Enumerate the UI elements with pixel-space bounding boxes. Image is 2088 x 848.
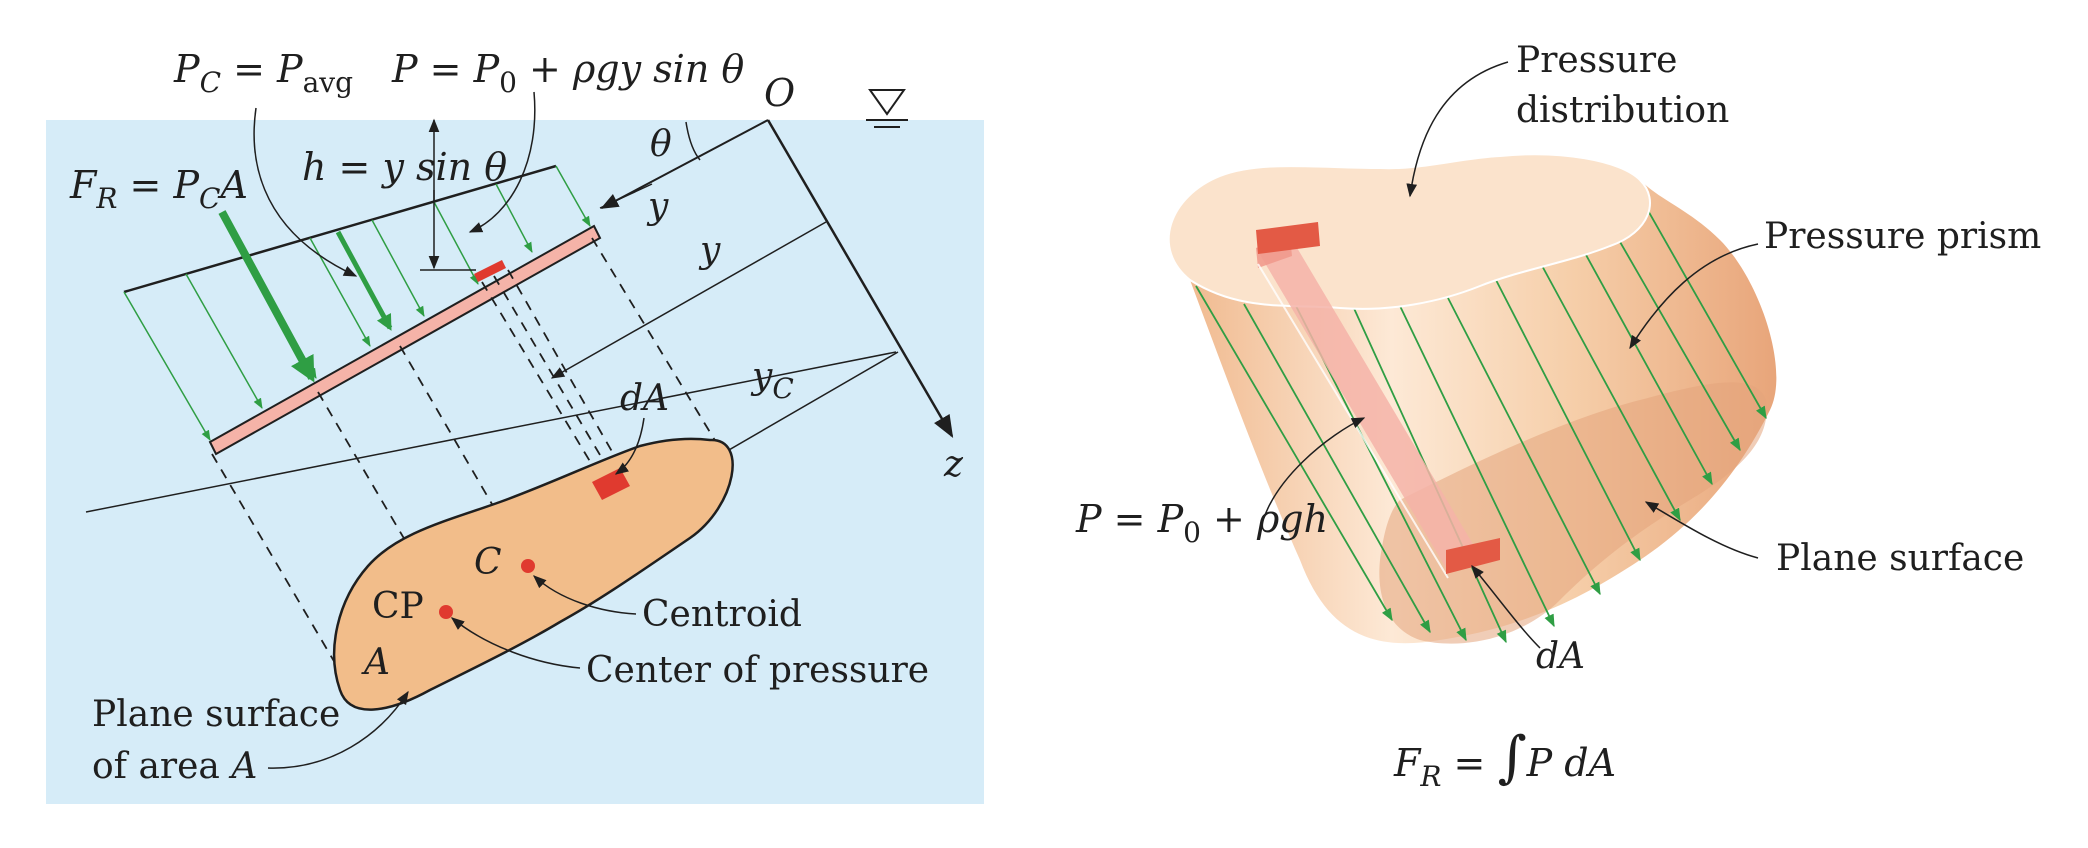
- fr-right-subscript: R: [1419, 760, 1441, 793]
- svg-text:FR = ∫P dA: FR = ∫P dA: [1393, 725, 1616, 793]
- area-a-label: A: [361, 642, 390, 683]
- cp-label: CP: [372, 586, 424, 627]
- svg-text:of area A: of area A: [92, 746, 257, 787]
- plane-surface-blob: [333, 437, 734, 711]
- fr-label: F: [69, 163, 98, 207]
- plane-surface-label-line1: Plane surface: [92, 694, 340, 735]
- y-axis-label: y: [646, 186, 669, 227]
- fr-right-equals: =: [1441, 741, 1497, 785]
- integral-sign: ∫: [1497, 725, 1526, 790]
- fr-right-integrand: P dA: [1526, 741, 1616, 785]
- free-surface-triangle-icon: [866, 89, 908, 128]
- p-equation-right: + ρgy sin θ: [517, 47, 744, 91]
- y-projection-line: [599, 183, 653, 209]
- left-leaders: [253, 91, 645, 769]
- p-equation-left: P = P: [391, 47, 501, 91]
- svg-text:PC = Pavg: PC = Pavg: [173, 47, 353, 99]
- centroid-c-label: C: [474, 542, 502, 583]
- origin-label: O: [764, 71, 795, 115]
- yc-label: y: [750, 356, 773, 397]
- center-of-pressure-label: Center of pressure: [586, 650, 929, 691]
- p-equation-right-left: P = P: [1075, 497, 1185, 541]
- fr-area: A: [217, 163, 247, 207]
- pc-equals: = P: [221, 47, 304, 91]
- fr-subscript: R: [95, 182, 117, 215]
- centroid-point: [521, 559, 535, 573]
- left-panel: PC = Pavg P = P0 + ρgy sin θ O θ FR = PC…: [46, 47, 984, 804]
- svg-text:FR = PCA: FR = PCA: [69, 163, 248, 215]
- plane-surface-label: Plane surface: [1776, 538, 2024, 579]
- fr-subscript-c: C: [199, 182, 220, 215]
- da-label-left: dA: [620, 378, 669, 419]
- pressure-envelope-line: [123, 164, 557, 294]
- pc-avg-subscript: avg: [303, 66, 354, 99]
- pressure-distribution-label-2: distribution: [1516, 90, 1729, 131]
- right-leaders: [1259, 61, 1759, 649]
- centroid-label: Centroid: [642, 594, 802, 635]
- svg-text:yC: yC: [750, 356, 794, 405]
- pc-label: P: [173, 47, 201, 91]
- plate-edge-view: [208, 224, 602, 456]
- column-top-cap: [1256, 222, 1320, 254]
- yc-subscript: C: [772, 372, 793, 405]
- center-of-pressure-point: [439, 605, 453, 619]
- z-axis-line: [766, 119, 954, 438]
- centroid-axis-line: [85, 351, 897, 513]
- fr-equals: = P: [117, 163, 200, 207]
- p-equation-right-rest: + ρgh: [1201, 497, 1328, 541]
- pressure-prism-label: Pressure prism: [1764, 216, 2041, 257]
- y-distance-label: y: [698, 230, 721, 271]
- h-equation-label: h = y sin θ: [302, 145, 507, 189]
- column-bottom-cap: [1446, 538, 1500, 574]
- right-panel: Pressure distribution Pressure prism Pla…: [1075, 40, 2041, 793]
- p-equation-right-sub0: 0: [1183, 516, 1201, 549]
- svg-text:P = P0 + ρgh: P = P0 + ρgh: [1075, 497, 1328, 549]
- p-equation-sub0: 0: [499, 66, 517, 99]
- pc-subscript: C: [200, 66, 221, 99]
- projection-lines: [211, 237, 723, 669]
- da-edge-mark: [474, 260, 506, 282]
- y-axis-line: [600, 119, 769, 209]
- water-region: [46, 120, 984, 804]
- theta-label: θ: [650, 124, 672, 165]
- plane-surface-label-line2: of area: [92, 746, 231, 787]
- z-axis-label: z: [943, 444, 964, 485]
- average-pressure-arrow: [335, 230, 393, 331]
- fr-right-label: F: [1393, 741, 1422, 785]
- plane-surface-label-area: A: [228, 746, 257, 787]
- da-surface-mark: [592, 468, 630, 500]
- svg-text:P = P0 + ρgy sin θ: P = P0 + ρgy sin θ: [391, 47, 744, 99]
- da-label-right: dA: [1536, 636, 1585, 677]
- y-distance-arrow: [550, 221, 827, 379]
- theta-arc: [685, 121, 701, 161]
- pressure-distribution-label-1: Pressure: [1516, 40, 1677, 81]
- resultant-force-arrow: [218, 210, 316, 383]
